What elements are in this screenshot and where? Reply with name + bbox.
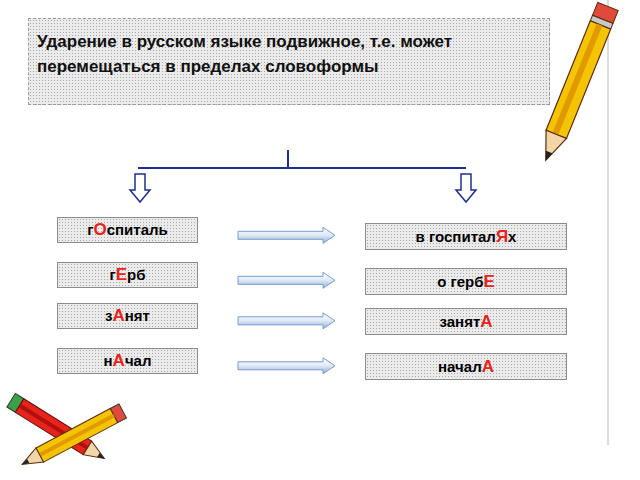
word-form: гЕрб: [109, 265, 145, 285]
margin-line: [608, 0, 609, 445]
down-arrow: [130, 174, 476, 202]
word-box: занятА: [365, 308, 567, 335]
word-box: в госпиталЯх: [365, 223, 567, 250]
block-arrow: [238, 272, 335, 288]
tree-bracket: [138, 150, 466, 168]
word-box: зАнят: [57, 303, 198, 329]
word-form: нАчал: [104, 351, 152, 371]
pencil-illustration: [18, 404, 126, 472]
block-arrow: [238, 358, 335, 374]
word-box: нАчал: [57, 348, 198, 374]
word-box: гЕрб: [57, 262, 198, 288]
word-form: началА: [438, 357, 494, 377]
block-arrow: [238, 227, 335, 243]
word-box: началА: [365, 353, 567, 380]
block-arrow: [238, 313, 335, 329]
word-box: о гербЕ: [365, 268, 567, 295]
word-form: о гербЕ: [437, 272, 495, 292]
title: Ударение в русском языке подвижное, т.е.…: [37, 29, 541, 79]
title-box: Ударение в русском языке подвижное, т.е.…: [28, 18, 550, 105]
word-form: занятА: [439, 312, 492, 332]
word-box: гОспиталь: [57, 217, 198, 243]
word-form: зАнят: [105, 306, 150, 326]
word-form: в госпиталЯх: [416, 227, 517, 247]
word-form: гОспиталь: [87, 220, 168, 240]
